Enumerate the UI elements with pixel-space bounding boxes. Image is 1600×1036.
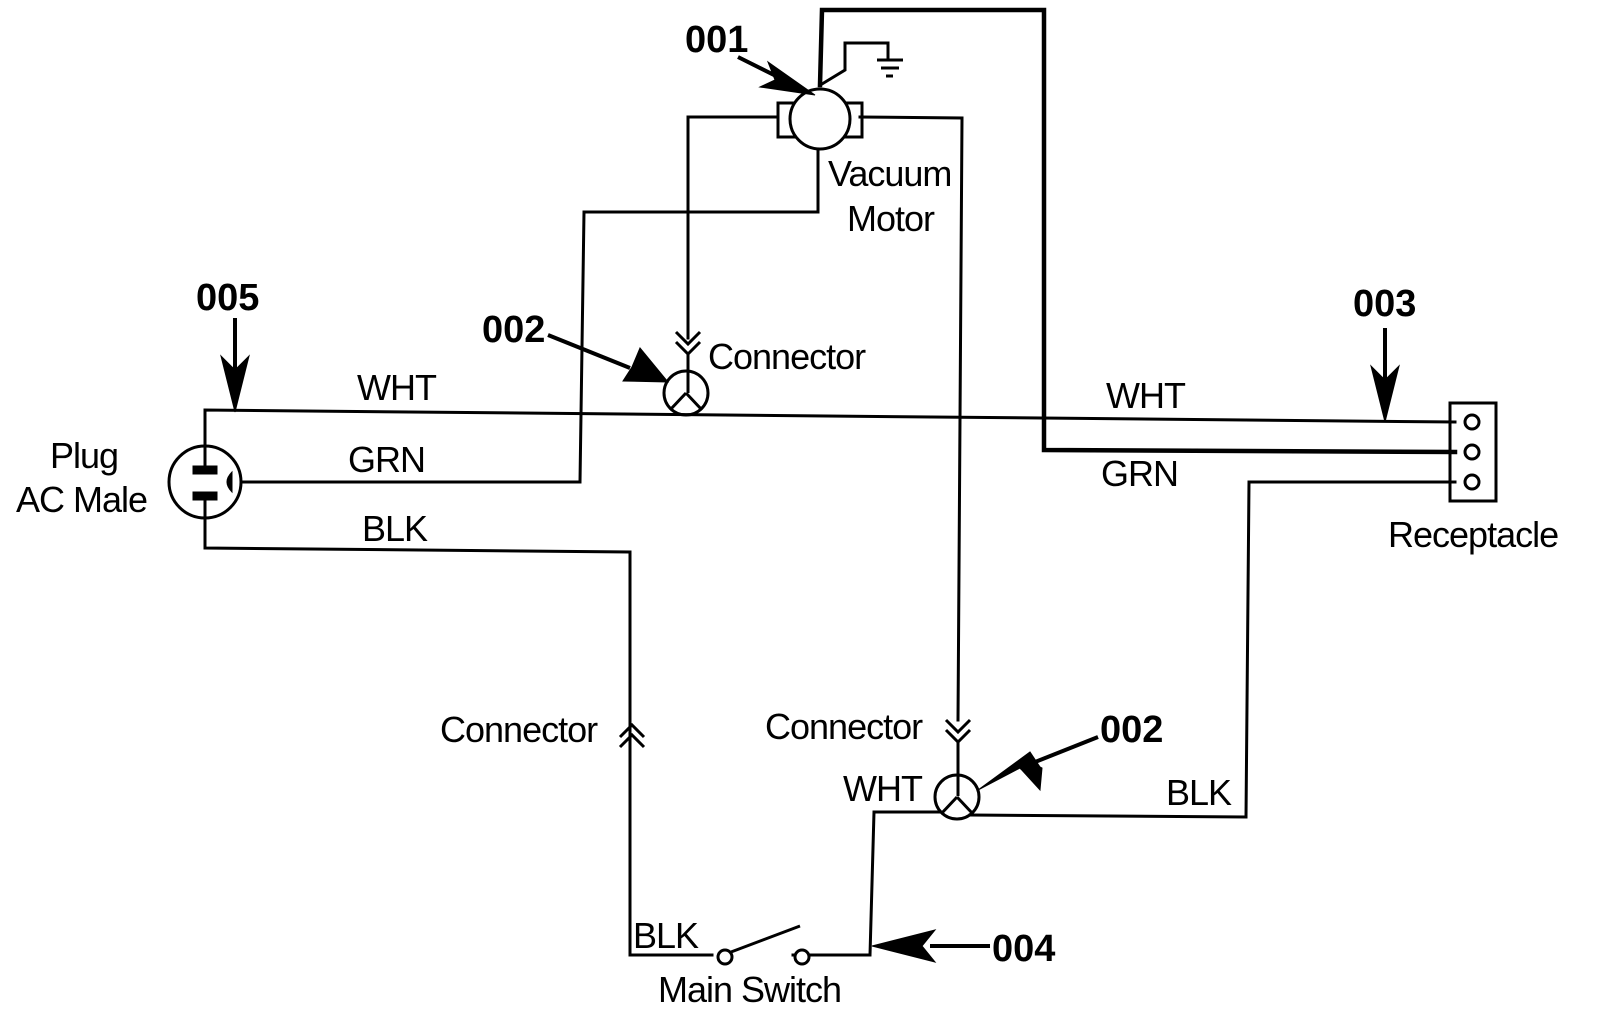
wire-label-plug-blk: BLK [362, 508, 428, 549]
wire-label-rec-wht: WHT [1106, 375, 1186, 416]
receptacle-icon [1448, 401, 1498, 503]
plug-label-line1: Plug [50, 435, 118, 476]
wire-label-plug-grn: GRN [348, 439, 425, 480]
ground-icon [877, 58, 903, 78]
wire-label-conn-wht: WHT [843, 768, 923, 809]
connector-left-icon [618, 722, 646, 749]
wire-label-switch-blk: BLK [633, 915, 699, 956]
arrow-002-bottom-icon [977, 751, 1043, 792]
callout-004: 004 [992, 928, 1055, 970]
arrow-001-icon [758, 60, 816, 96]
wire-label-rec-grn: GRN [1101, 453, 1178, 494]
wire-switch-blk [628, 733, 714, 957]
wires [203, 7, 1458, 957]
wire-conn-switch-wht [791, 810, 942, 957]
receptacle-label: Receptacle [1388, 514, 1558, 555]
callout-arrows [220, 55, 1400, 963]
arrow-005-icon [220, 354, 250, 413]
arrow-002-top-icon [622, 347, 670, 383]
motor-icon [788, 87, 852, 151]
wire-label-plug-wht: WHT [357, 367, 437, 408]
wire-motor-right [858, 115, 964, 722]
wire-plug-blk [203, 503, 632, 754]
wire-label-conn-blk: BLK [1166, 772, 1232, 813]
callout-002-top: 002 [482, 309, 545, 351]
arrow-003-icon [1370, 364, 1400, 423]
wire-motor-left [686, 115, 780, 340]
labels: 001 Vacuum Motor 005 Plug AC Male WHT GR… [16, 19, 1559, 1010]
connector-bottom-label: Connector [765, 706, 923, 747]
ac-plug-icon [167, 444, 243, 520]
connector-top-icon [662, 330, 710, 417]
vacuum-motor [776, 87, 864, 151]
main-switch-label: Main Switch [658, 969, 841, 1010]
plug-label-line2: AC Male [16, 479, 147, 520]
wire-plug-grn [228, 148, 820, 484]
motor-label-line2: Motor [847, 198, 935, 239]
wire-plug-wht [203, 408, 1457, 457]
callout-005: 005 [196, 277, 259, 319]
connector-left-label: Connector [440, 709, 598, 750]
callout-002-bottom: 002 [1100, 709, 1163, 751]
motor-label-line1: Vacuum [828, 153, 951, 194]
connector-bottom-icon [933, 718, 981, 821]
main-switch-icon [716, 924, 811, 966]
connector-top-label: Connector [708, 336, 866, 377]
wire-ground-stub [819, 41, 890, 87]
callout-003: 003 [1353, 283, 1416, 325]
wire-conn-rec-blk [968, 480, 1457, 819]
callout-001: 001 [685, 19, 748, 61]
wire-motor-ground-loop [817, 7, 1458, 455]
arrow-004-icon [871, 929, 937, 963]
